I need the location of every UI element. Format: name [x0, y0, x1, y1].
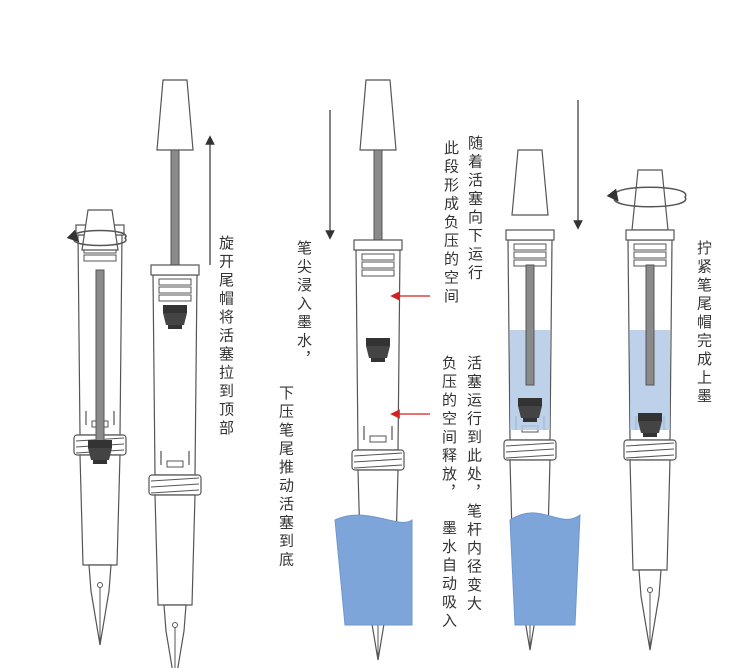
step1-caption: 旋开尾帽将活塞拉到顶部 [217, 235, 235, 439]
step2-caption-line1: 笔尖浸入墨水， [295, 240, 313, 370]
ink-wave [509, 512, 581, 626]
pen-4-cap [511, 149, 549, 216]
step3-annotation-2: 随着活塞向下运行 [466, 135, 484, 283]
step3-annotation-3: 负压的空间释放， [440, 355, 458, 503]
pen-3-cap [359, 79, 397, 151]
pen-2-rod [170, 149, 180, 271]
pen-1-rod [95, 269, 105, 446]
step3-annotation-1: 此段形成负压的空间 [442, 140, 460, 307]
step2-caption-line2: 下压笔尾推动活塞到底 [277, 385, 295, 570]
step3-annotation-4: 活塞运行到此处，笔杆内径变大 [465, 355, 483, 614]
step3-annotation-5: 墨水自动吸入 [440, 520, 458, 631]
rotate-arrow-icon [66, 229, 127, 247]
step4-caption: 拧紧笔尾帽完成上墨 [695, 240, 713, 407]
rotate-arrow-icon [606, 186, 687, 208]
ink-wave [334, 514, 413, 626]
pen-2-cap [156, 79, 194, 151]
pen-5-cap [631, 169, 669, 231]
